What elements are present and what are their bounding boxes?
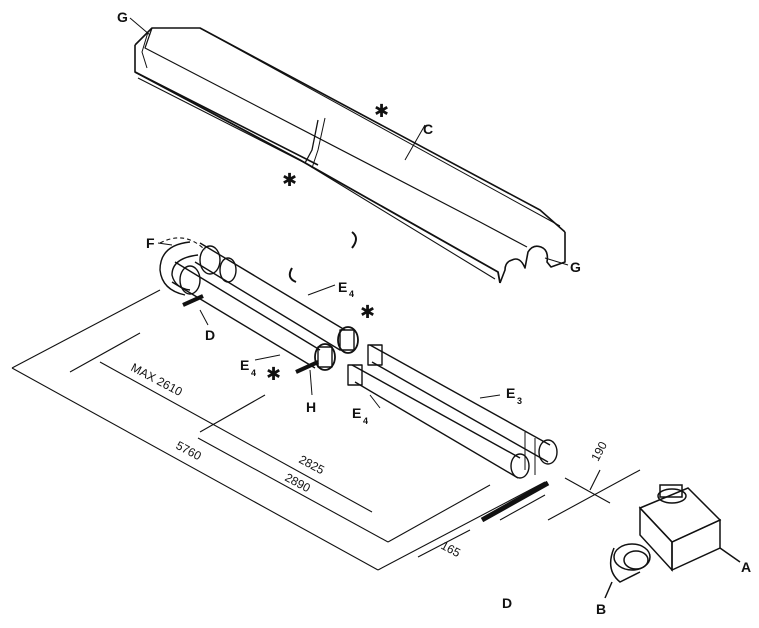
label-e4-low: E: [352, 405, 361, 421]
part-h-screw: [295, 360, 319, 374]
label-e4-mid-sub: 4: [251, 368, 256, 378]
dim-190: 190: [588, 439, 610, 464]
asterisk-marker: ✱: [374, 101, 389, 121]
label-e4-low-sub: 4: [363, 416, 368, 426]
asterisk-marker: ✱: [266, 364, 281, 384]
asterisk-marker: ✱: [360, 302, 375, 322]
dim-2890: 2890: [283, 470, 313, 495]
label-e4-top-sub: 4: [349, 289, 354, 299]
dim-165: 165: [439, 538, 464, 560]
part-d-screw: [182, 294, 204, 307]
label-g-left: G: [117, 9, 128, 25]
label-h: H: [306, 399, 316, 415]
part-d-bar: [480, 480, 550, 523]
asterisk-marker: ✱: [282, 170, 297, 190]
label-c: C: [423, 121, 433, 137]
dim-2825: 2825: [297, 452, 327, 477]
top-cover: [134, 27, 566, 284]
label-d-left: D: [205, 327, 215, 343]
label-d-bottom: D: [502, 595, 512, 611]
label-g-right: G: [570, 259, 581, 275]
part-a: [638, 484, 741, 572]
dimension-lines: [11, 289, 641, 571]
label-e3: E: [506, 385, 515, 401]
part-b: [604, 543, 651, 599]
label-f: F: [146, 235, 155, 251]
label-e4-top: E: [338, 279, 347, 295]
label-a: A: [741, 559, 751, 575]
label-e4-mid: E: [240, 357, 249, 373]
burner-tubes: [159, 231, 558, 479]
label-e3-sub: 3: [517, 396, 522, 406]
label-b: B: [596, 601, 606, 617]
leader-lines: [129, 17, 569, 409]
